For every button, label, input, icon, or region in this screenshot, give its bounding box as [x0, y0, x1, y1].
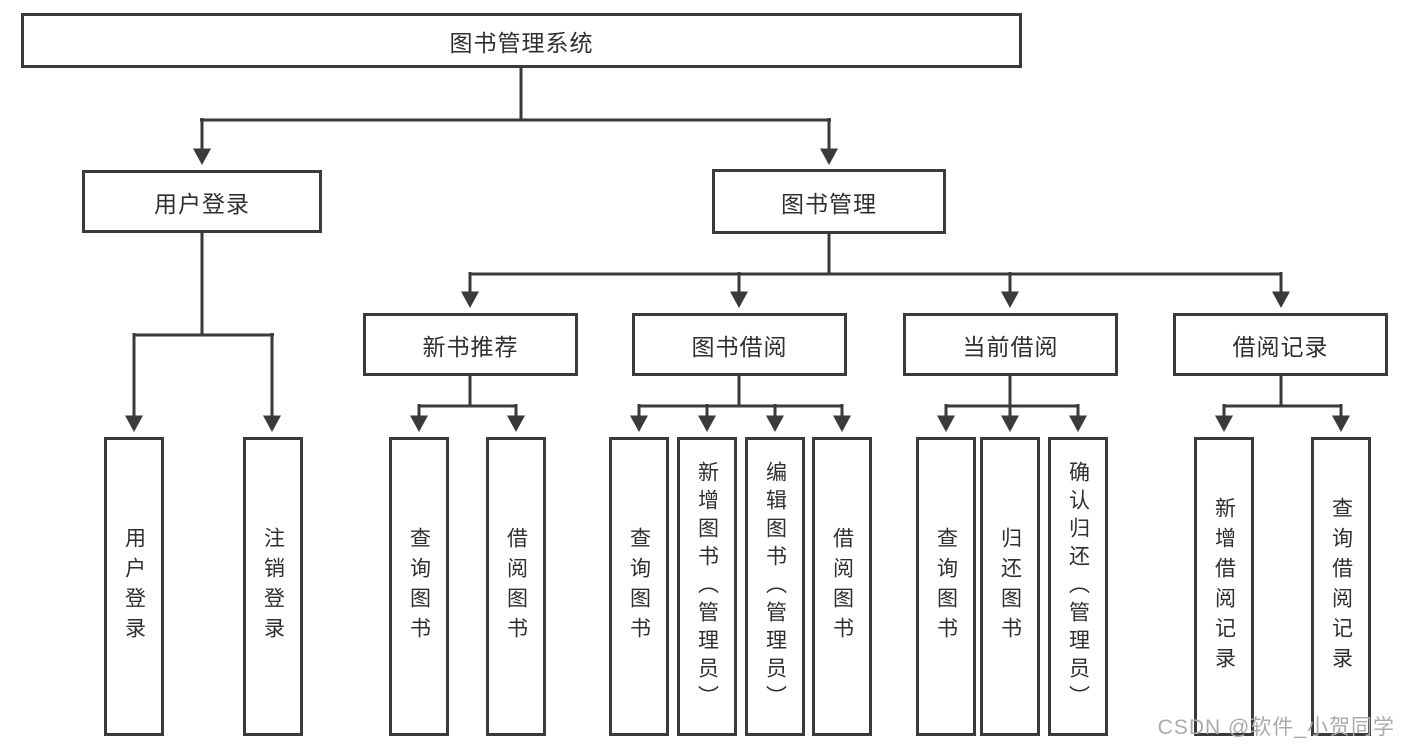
node-book-borrow-label: 图书借阅: [691, 333, 788, 360]
leaf-logout-label: 注销登录: [261, 526, 285, 647]
leaf-current-query-books-label: 查询图书: [934, 526, 958, 647]
leaf-add-book-admin-label: 新增图书（管理员）: [695, 460, 719, 713]
leaf-current-query-books: 查询图书: [916, 437, 976, 736]
leaf-recommend-borrow-books: 借阅图书: [486, 437, 546, 736]
node-book-management: 图书管理: [712, 169, 946, 234]
node-current-borrow-label: 当前借阅: [962, 333, 1059, 360]
leaf-logout: 注销登录: [243, 437, 303, 736]
leaf-add-borrow-record: 新增借阅记录: [1194, 437, 1254, 736]
node-borrow-records-label: 借阅记录: [1232, 333, 1329, 360]
leaf-borrow-books: 借阅图书: [812, 437, 872, 736]
leaf-recommend-borrow-books-label: 借阅图书: [504, 526, 528, 647]
node-book-management-label: 图书管理: [781, 190, 877, 217]
node-borrow-records: 借阅记录: [1173, 313, 1388, 376]
leaf-return-books: 归还图书: [980, 437, 1040, 736]
node-root: 图书管理系统: [21, 13, 1022, 68]
leaf-edit-book-admin: 编辑图书（管理员）: [745, 437, 805, 736]
node-current-borrow: 当前借阅: [903, 313, 1118, 376]
node-user-login: 用户登录: [82, 170, 322, 233]
leaf-borrow-query-books: 查询图书: [609, 437, 669, 736]
node-root-label: 图书管理系统: [449, 29, 594, 56]
leaf-confirm-return-admin-label: 确认归还（管理员）: [1066, 460, 1090, 713]
leaf-query-borrow-record-label: 查询借阅记录: [1329, 496, 1353, 677]
leaf-edit-book-admin-label: 编辑图书（管理员）: [763, 460, 787, 713]
leaf-confirm-return-admin: 确认归还（管理员）: [1048, 437, 1108, 736]
leaf-recommend-query-books: 查询图书: [389, 437, 449, 736]
leaf-add-book-admin: 新增图书（管理员）: [677, 437, 737, 736]
leaf-borrow-books-label: 借阅图书: [830, 526, 854, 647]
leaf-borrow-query-books-label: 查询图书: [627, 526, 651, 647]
node-user-login-label: 用户登录: [154, 190, 250, 217]
leaf-query-borrow-record: 查询借阅记录: [1311, 437, 1371, 736]
leaf-return-books-label: 归还图书: [998, 526, 1022, 647]
leaf-user-login: 用户登录: [104, 437, 164, 736]
node-book-borrow: 图书借阅: [632, 313, 847, 376]
leaf-recommend-query-books-label: 查询图书: [407, 526, 431, 647]
node-new-book-recommend-label: 新书推荐: [422, 333, 519, 360]
watermark: CSDN @软件_小贺同学: [1157, 716, 1395, 739]
node-new-book-recommend: 新书推荐: [363, 313, 578, 376]
leaf-user-login-label: 用户登录: [122, 526, 146, 647]
leaf-add-borrow-record-label: 新增借阅记录: [1212, 496, 1236, 677]
